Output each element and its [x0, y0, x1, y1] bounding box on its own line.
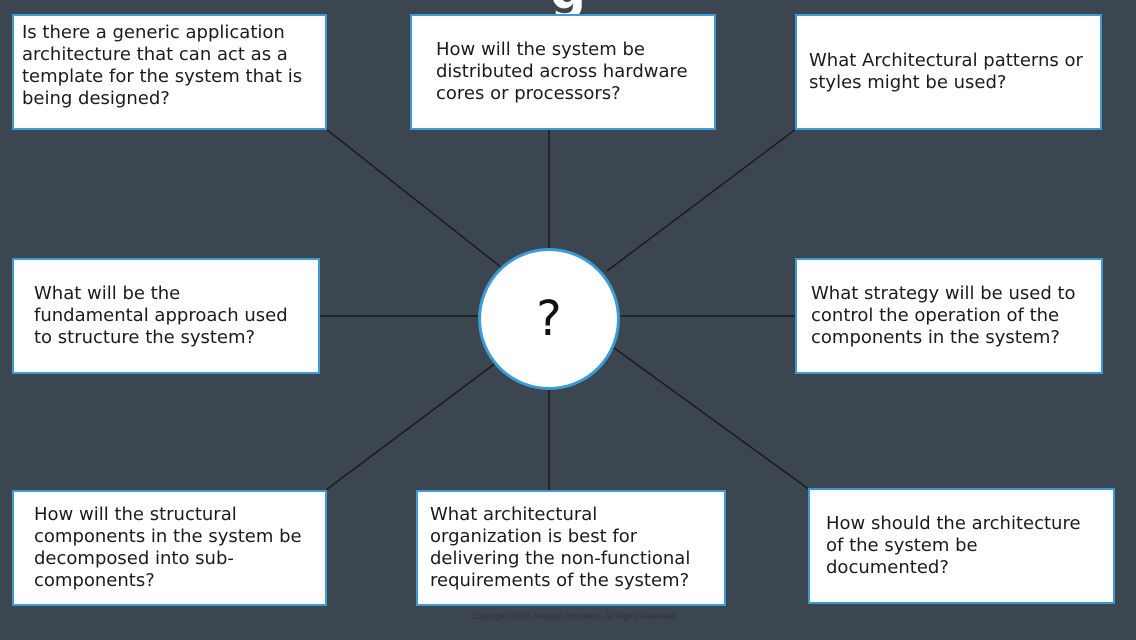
slide-title-text: g: [550, 0, 586, 14]
question-text-bottom-center: What architectural organization is best …: [430, 504, 691, 591]
question-text-top-left: Is there a generic application architect…: [22, 22, 303, 109]
connector-top-left: [325, 128, 503, 269]
question-box-bottom-right: How should the architecture of the syste…: [808, 488, 1115, 604]
copyright-notice: Copyright ©2016 Pearson Education, All R…: [470, 612, 676, 621]
question-text-top-center: How will the system be distributed acros…: [436, 39, 688, 104]
question-box-bottom-center: What architectural organization is best …: [416, 490, 726, 606]
question-box-mid-left: What will be the fundamental approach us…: [12, 258, 320, 374]
question-text-bottom-right: How should the architecture of the syste…: [826, 513, 1081, 578]
hub-question-mark: ?: [536, 291, 562, 347]
connector-bottom-right: [609, 344, 811, 491]
question-text-mid-right: What strategy will be used to control th…: [811, 283, 1076, 348]
question-text-top-right: What Architectural patterns or styles mi…: [809, 50, 1083, 93]
question-box-top-left: Is there a generic application architect…: [12, 14, 327, 130]
question-text-mid-left: What will be the fundamental approach us…: [34, 283, 288, 348]
question-box-top-right: What Architectural patterns or styles mi…: [795, 14, 1102, 130]
question-box-top-center: How will the system be distributed acros…: [410, 14, 716, 130]
question-box-bottom-left: How will the structural components in th…: [12, 490, 327, 606]
question-text-bottom-left: How will the structural components in th…: [34, 504, 302, 591]
connector-bottom-left: [325, 361, 498, 491]
connector-top-right: [606, 128, 797, 272]
central-question-hub: ?: [478, 248, 620, 390]
slide-title-fragment: g: [0, 0, 1136, 14]
question-box-mid-right: What strategy will be used to control th…: [795, 258, 1103, 374]
